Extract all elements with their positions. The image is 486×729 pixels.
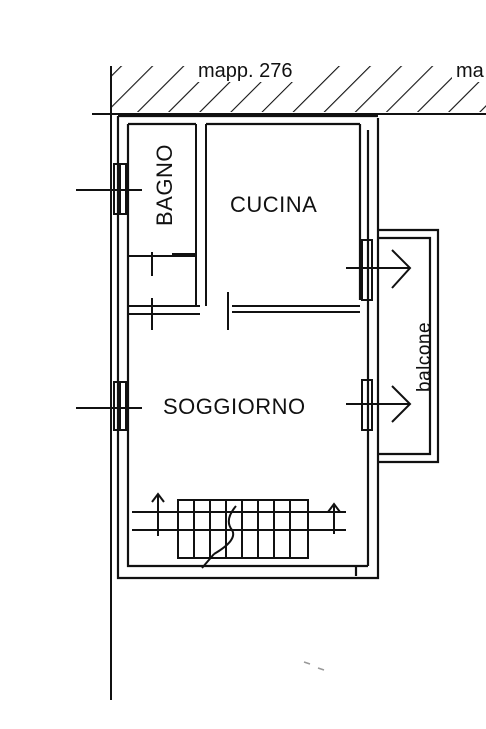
living-room-window-left bbox=[113, 381, 127, 431]
room-label-bagno: BAGNO bbox=[152, 144, 177, 226]
outer-walls bbox=[116, 114, 380, 580]
top-right-label: ma bbox=[456, 60, 485, 82]
hatched-strip-mask-right bbox=[452, 60, 486, 82]
parcel-label: mapp. 276 bbox=[198, 60, 293, 82]
room-label-cucina: CUCINA bbox=[230, 192, 317, 217]
room-label-soggiorno: SOGGIORNO bbox=[163, 394, 306, 419]
staircase bbox=[132, 492, 346, 569]
balcony bbox=[378, 228, 440, 464]
room-label-balcone: balcone bbox=[414, 322, 435, 392]
stray-marks bbox=[303, 661, 325, 671]
kitchen-door-balcony bbox=[346, 239, 412, 301]
hatched-strip-mask bbox=[190, 60, 320, 82]
bathroom-door-marks bbox=[151, 252, 229, 330]
internal-walls bbox=[128, 124, 360, 315]
living-door-balcony bbox=[346, 379, 412, 431]
